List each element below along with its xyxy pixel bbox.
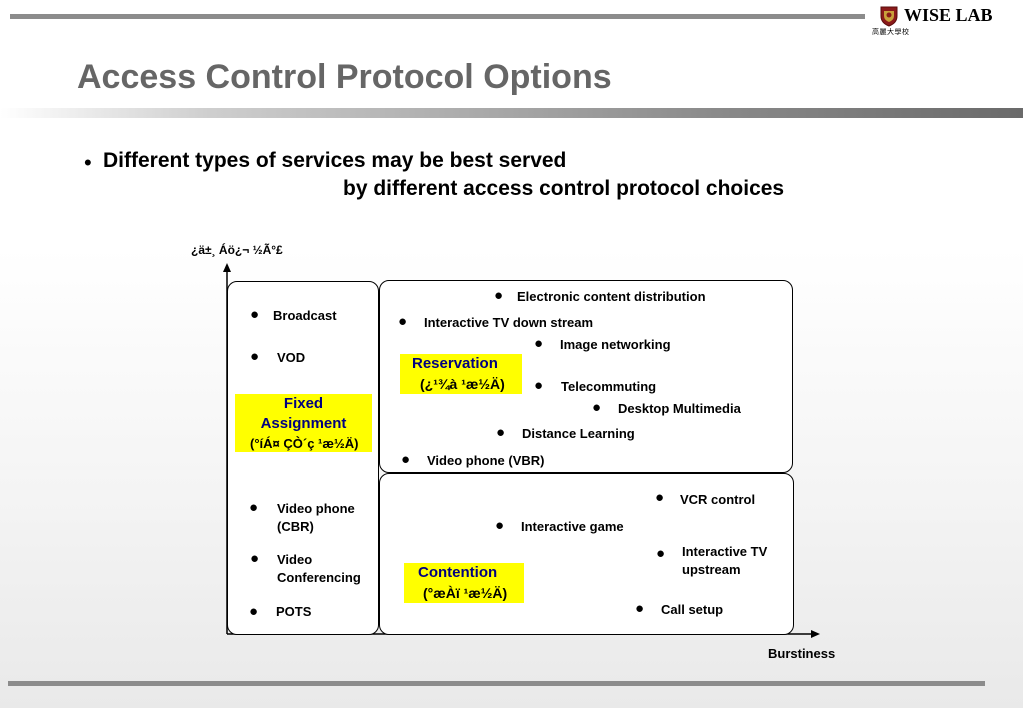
contention-sublabel: (°æÀï ¹æ½Ä) bbox=[423, 585, 508, 601]
contention-label: Contention bbox=[404, 563, 524, 603]
bullet-icon: ● bbox=[534, 335, 544, 352]
reservation-label: Reservation bbox=[400, 354, 522, 394]
service-item-desktop-multimedia: Desktop Multimedia bbox=[618, 401, 741, 416]
bullet-icon: ● bbox=[494, 287, 504, 304]
bullet-icon: ● bbox=[496, 424, 506, 441]
lab-logo-text: WISE LAB bbox=[904, 5, 993, 25]
fixed-assignment-region bbox=[227, 281, 379, 635]
bullet-icon: ● bbox=[249, 499, 259, 516]
service-item-conferencing: Conferencing bbox=[277, 570, 361, 585]
x-axis-label: Burstiness bbox=[768, 646, 836, 661]
service-item-vod: VOD bbox=[277, 350, 306, 365]
service-item-video-phone: Video phone bbox=[277, 501, 355, 516]
fixed-assignment-sublabel: (°íÁ¤ ÇÒ´ç ¹æ½Ä) bbox=[250, 436, 359, 451]
service-item-distance-learning: Distance Learning bbox=[522, 426, 635, 441]
service-item-vcr-control: VCR control bbox=[680, 492, 756, 507]
bullet-icon: ● bbox=[655, 489, 665, 506]
contention-region bbox=[379, 473, 794, 635]
service-item-video-phone-vbr: Video phone (VBR) bbox=[427, 453, 545, 468]
fixed-assignment-label: Fixed Assignment bbox=[235, 394, 372, 452]
bullet-icon: ● bbox=[398, 313, 408, 330]
bullet-text-line2: by different access control protocol cho… bbox=[343, 177, 785, 200]
bottom-rule bbox=[8, 681, 985, 686]
reservation-sublabel: (¿¹¾à ¹æ½Ä) bbox=[420, 376, 505, 392]
service-item-electronic-content: Electronic content distribution bbox=[517, 289, 706, 304]
y-axis-label: ¿ä±¸ Áö¿¬ ½Ã°£ bbox=[191, 243, 283, 257]
bullet-icon: ● bbox=[401, 451, 411, 468]
bullet-icon: • bbox=[84, 150, 92, 175]
service-item-video: Video bbox=[277, 552, 313, 567]
bullet-icon: ● bbox=[249, 603, 259, 620]
bullet-text-line1: Different types of services may be best … bbox=[103, 149, 567, 172]
fixed-assignment-title-line1: Fixed bbox=[283, 395, 324, 412]
title-underline bbox=[0, 108, 1023, 118]
bullet-icon: ● bbox=[250, 550, 260, 567]
bullet-icon: ● bbox=[534, 377, 544, 394]
university-crest-icon bbox=[878, 5, 900, 27]
university-name-text: 高麗大學校 bbox=[872, 28, 910, 36]
service-item-itv-upstream: Interactive TV bbox=[682, 544, 768, 559]
service-item-broadcast: Broadcast bbox=[273, 308, 337, 323]
service-item-upstream: upstream bbox=[682, 562, 741, 577]
service-item-call-setup: Call setup bbox=[661, 602, 724, 617]
bullet-icon: ● bbox=[635, 600, 645, 617]
bullet-icon: ● bbox=[592, 399, 602, 416]
top-rule bbox=[10, 14, 865, 19]
bullet-icon: ● bbox=[250, 306, 260, 323]
bullet-icon: ● bbox=[495, 517, 505, 534]
bullet-icon: ● bbox=[250, 348, 260, 365]
service-item-image-networking: Image networking bbox=[560, 337, 671, 352]
contention-title: Contention bbox=[418, 564, 498, 581]
reservation-title: Reservation bbox=[412, 355, 498, 372]
service-item-video-phone-cbr: (CBR) bbox=[277, 519, 314, 534]
service-item-telecommuting: Telecommuting bbox=[561, 379, 657, 394]
slide-title: Access Control Protocol Options bbox=[77, 58, 612, 96]
service-item-itv-downstream: Interactive TV down stream bbox=[424, 315, 594, 330]
bullet-icon: ● bbox=[656, 545, 666, 562]
service-item-pots: POTS bbox=[276, 604, 312, 619]
service-item-interactive-game: Interactive game bbox=[521, 519, 624, 534]
fixed-assignment-title-line2: Assignment bbox=[260, 415, 347, 432]
